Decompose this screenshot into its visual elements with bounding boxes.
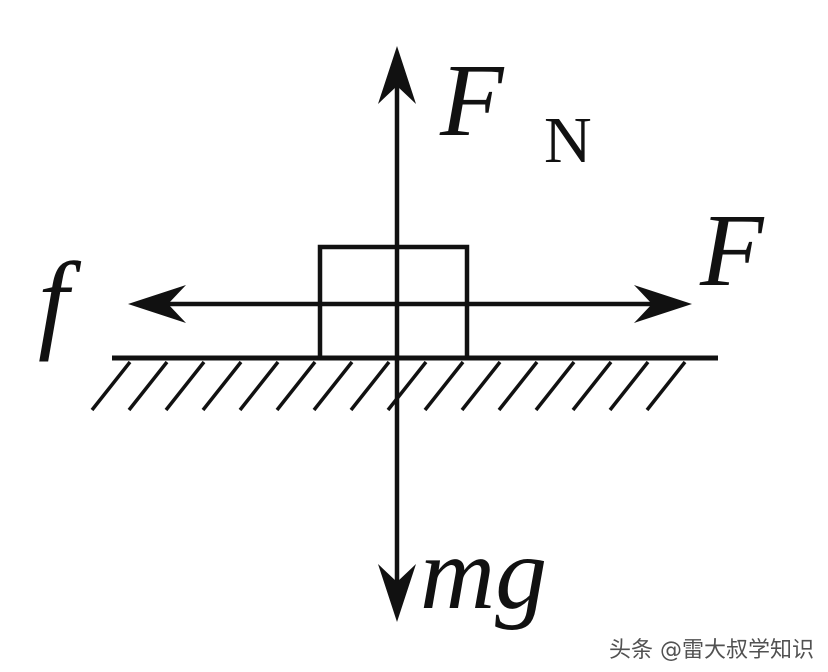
- hatch-mark: [608, 360, 650, 412]
- gravity-arrowhead: [378, 564, 416, 622]
- ground-hatching: [90, 360, 687, 412]
- normal-force-arrowhead: [378, 46, 416, 104]
- normal-force-subscript: N: [544, 104, 592, 177]
- hatch-mark: [201, 360, 243, 412]
- normal-force-label: F: [439, 43, 505, 158]
- hatch-mark: [423, 360, 465, 412]
- hatch-mark: [312, 360, 354, 412]
- friction-arrowhead: [128, 285, 186, 323]
- hatch-mark: [164, 360, 206, 412]
- hatch-mark: [460, 360, 502, 412]
- applied-force-arrowhead: [634, 285, 692, 323]
- hatch-mark: [275, 360, 317, 412]
- hatch-mark: [349, 360, 391, 412]
- friction-label: f: [38, 240, 82, 362]
- hatch-mark: [571, 360, 613, 412]
- hatch-mark: [127, 360, 169, 412]
- watermark-text: 头条 @雷大叔学知识: [609, 638, 814, 663]
- hatch-mark: [386, 360, 428, 412]
- gravity-label: mg: [420, 516, 547, 631]
- hatch-mark: [497, 360, 539, 412]
- applied-force-label: F: [699, 193, 765, 308]
- hatch-mark: [238, 360, 280, 412]
- hatch-mark: [645, 360, 687, 412]
- hatch-mark: [90, 360, 132, 412]
- hatch-mark: [534, 360, 576, 412]
